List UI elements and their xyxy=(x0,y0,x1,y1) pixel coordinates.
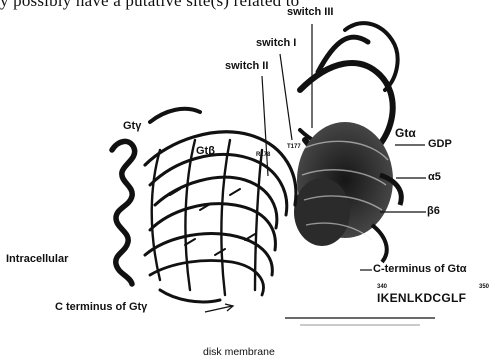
label-gt-gamma: Gtγ xyxy=(123,121,141,132)
label-disk-membrane: disk membrane xyxy=(203,347,275,358)
label-c-terminal-sequence: IKENLKDCGLF xyxy=(377,292,466,304)
label-intracellular: Intracellular xyxy=(6,254,68,265)
label-c-terminus-gt-gamma: C terminus of Gtγ xyxy=(55,302,147,313)
label-beta6: β6 xyxy=(427,206,440,217)
label-t177: T177 xyxy=(287,144,301,150)
label-switch-ii: switch II xyxy=(225,61,268,72)
label-r178: R178 xyxy=(256,152,270,158)
g-alpha-ras-domain xyxy=(294,122,401,262)
label-sequence-end: 350 xyxy=(479,284,489,290)
label-sequence-start: 340 xyxy=(377,284,387,290)
label-gt-alpha: Gtα xyxy=(395,127,416,139)
label-switch-i: switch I xyxy=(256,38,296,49)
g-beta-propeller xyxy=(145,132,296,295)
label-gdp: GDP xyxy=(428,139,452,150)
c-terminus-lines xyxy=(205,304,435,325)
label-switch-iii: switch III xyxy=(287,7,333,18)
label-c-terminus-gt-alpha: C-terminus of Gtα xyxy=(373,264,467,275)
label-gt-beta: Gtβ xyxy=(196,146,215,157)
label-alpha5: α5 xyxy=(428,172,441,183)
